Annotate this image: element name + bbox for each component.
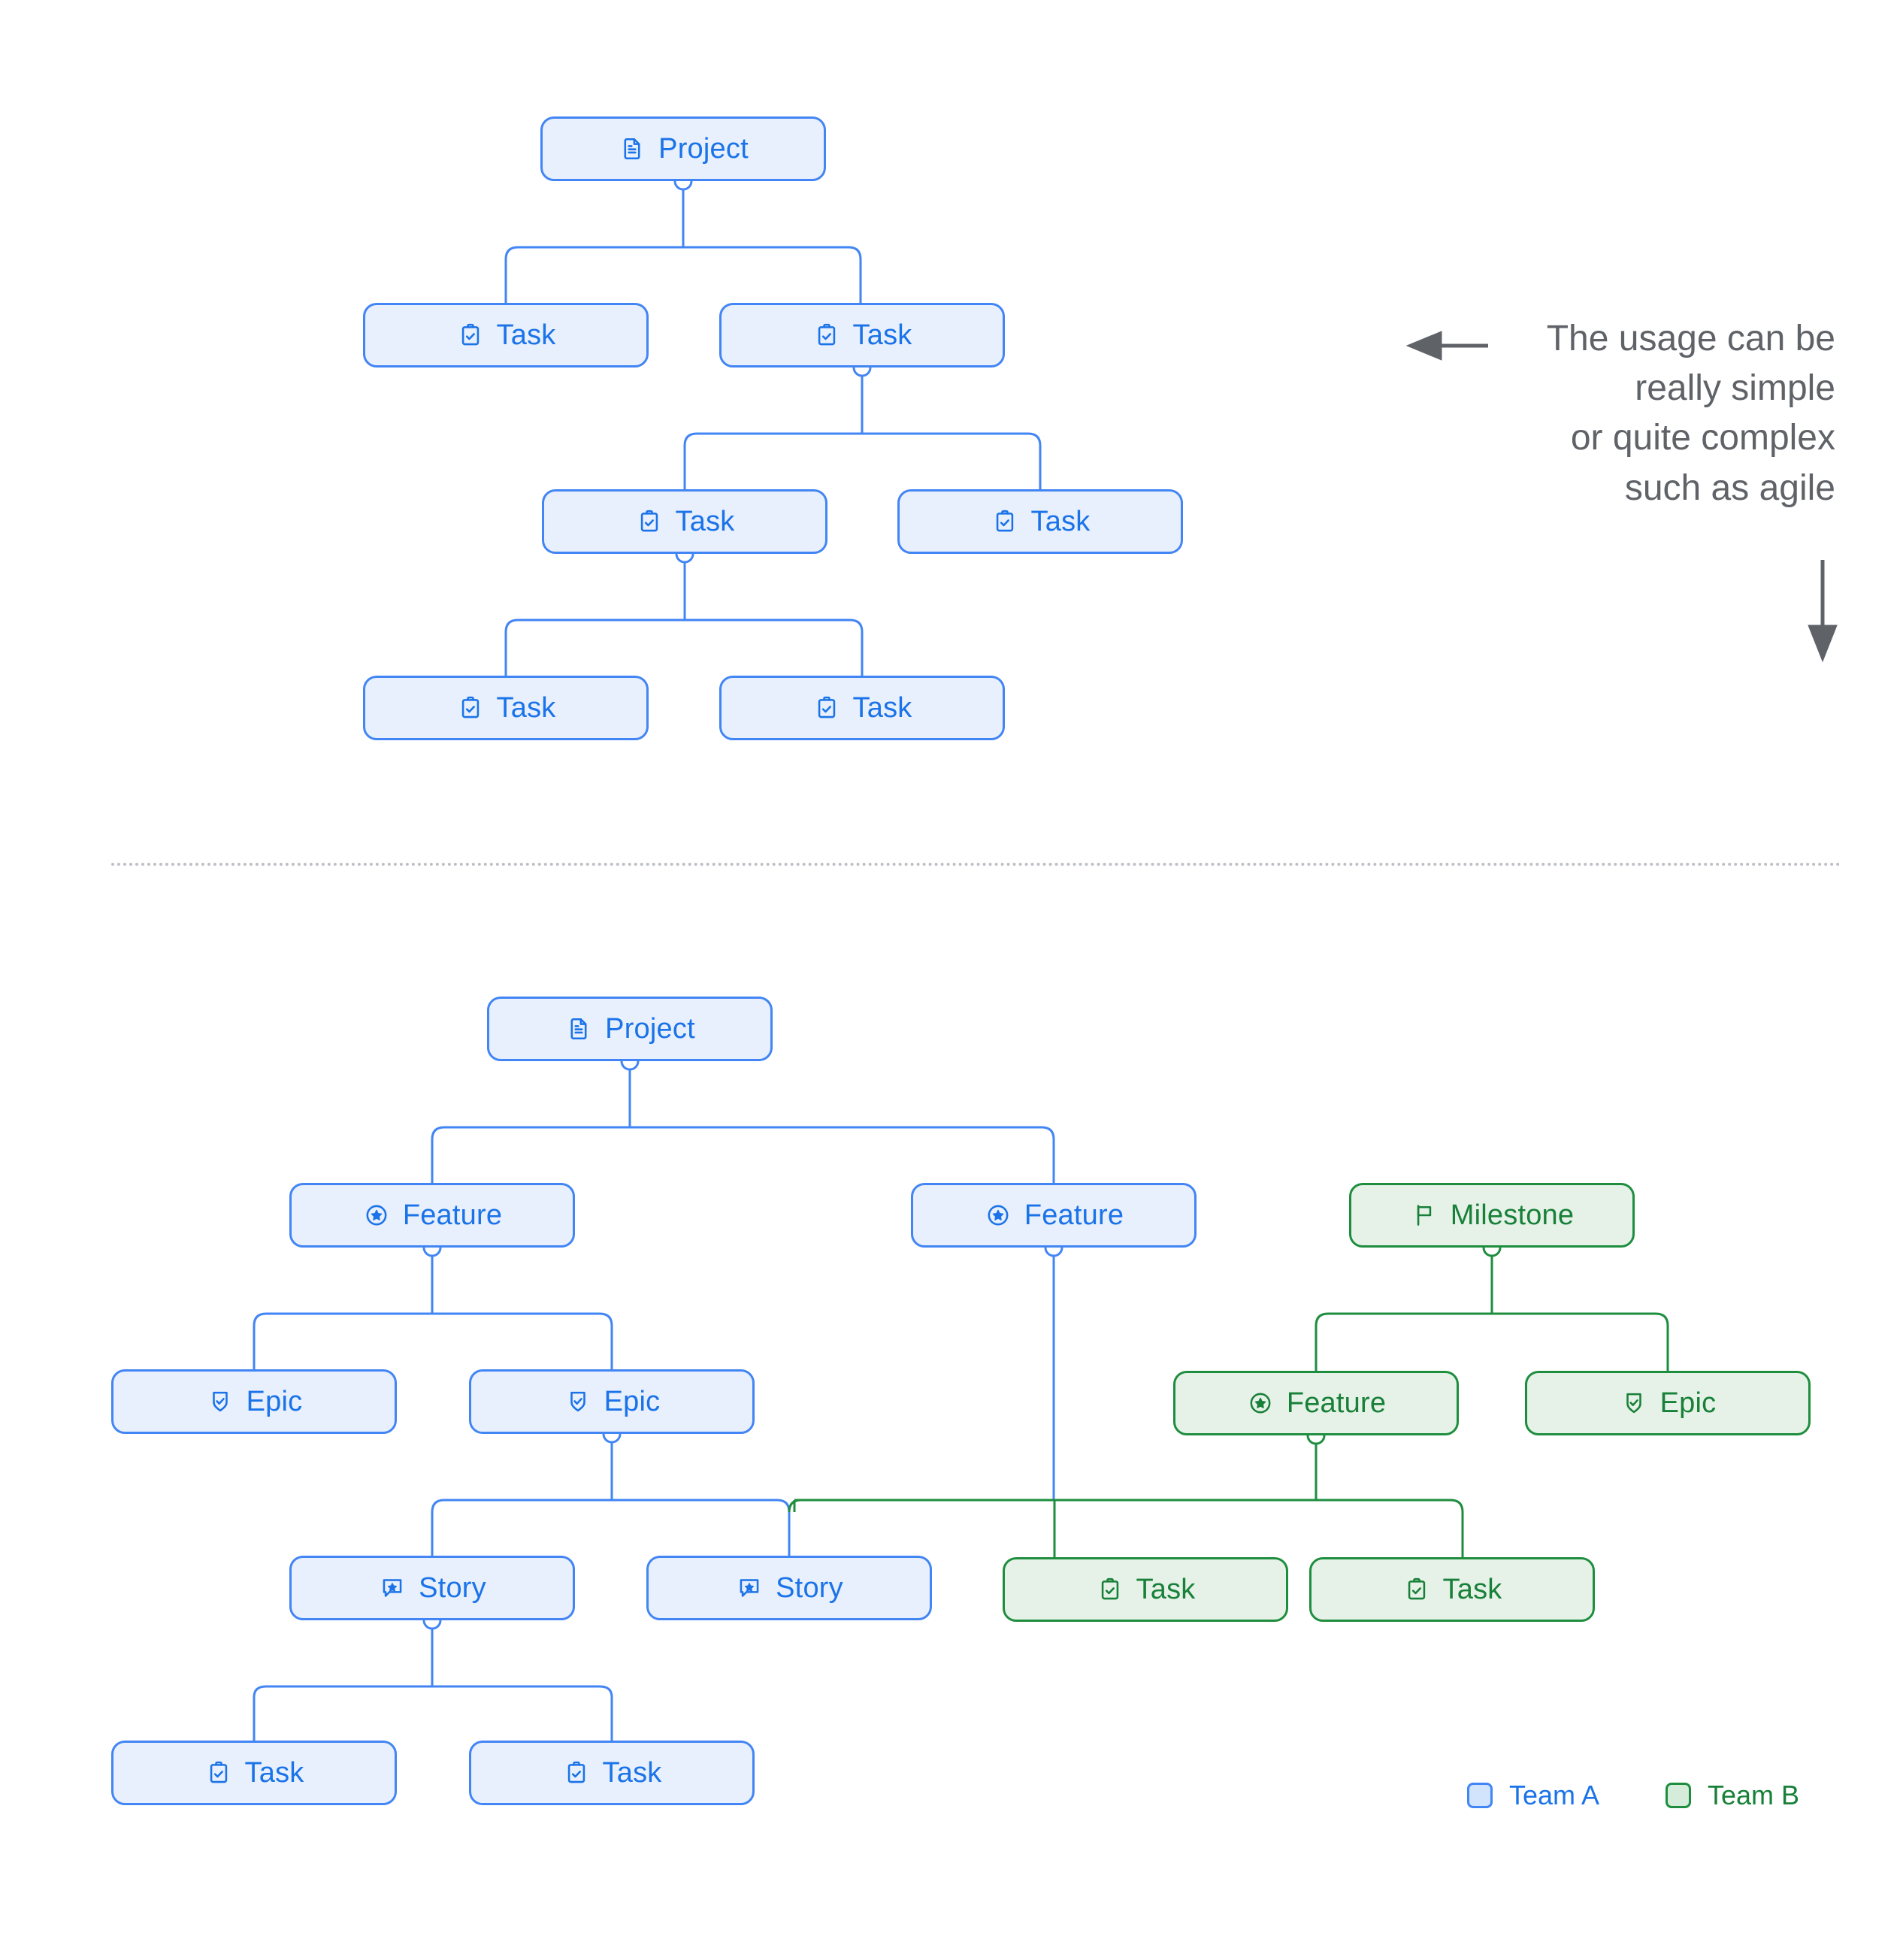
node-a-epic-2[interactable]: Epic: [469, 1369, 755, 1434]
node-a-feature-2[interactable]: Feature: [911, 1183, 1197, 1248]
node-a-story-2[interactable]: Story: [646, 1556, 932, 1620]
node-s-task-4[interactable]: Task: [897, 489, 1183, 554]
node-a-story-1[interactable]: Story: [289, 1556, 575, 1620]
node-label: Story: [419, 1572, 486, 1604]
node-label: Task: [852, 319, 912, 351]
node-s-project[interactable]: Project: [540, 116, 826, 181]
task-icon: [1402, 1575, 1431, 1604]
annotation-line-4: such as agile: [1624, 467, 1835, 508]
node-label: Feature: [1286, 1387, 1387, 1419]
legend-swatch-team-a: [1467, 1783, 1493, 1808]
arrow-left-head: [1405, 331, 1442, 361]
node-label: Task: [1136, 1574, 1196, 1605]
task-icon: [812, 321, 841, 349]
arrow-down-head: [1808, 625, 1838, 663]
edge-b-bus-2: [794, 1499, 1464, 1557]
edge-b-bus-left-cap: [788, 1499, 802, 1513]
node-label: Story: [776, 1572, 843, 1604]
edge-a-bus-3: [431, 1499, 791, 1556]
node-label: Epic: [604, 1386, 661, 1417]
node-a-feature-3[interactable]: Feature: [1173, 1371, 1459, 1435]
legend-swatch-team-b: [1666, 1783, 1691, 1808]
task-icon: [1096, 1575, 1124, 1604]
node-label: Feature: [1024, 1199, 1124, 1231]
node-a-feature-1[interactable]: Feature: [289, 1183, 575, 1248]
node-a-epic-3[interactable]: Epic: [1525, 1371, 1811, 1435]
task-icon: [456, 694, 485, 722]
legend-item-team-a: Team A: [1467, 1780, 1599, 1811]
node-label: Task: [496, 692, 556, 724]
task-icon: [562, 1759, 591, 1787]
node-a-project[interactable]: Project: [487, 997, 773, 1061]
document-icon: [564, 1015, 593, 1043]
legend-label-team-a: Team A: [1509, 1780, 1600, 1810]
edge-a-bus-4: [253, 1685, 613, 1741]
annotation-line-1: The usage can be: [1546, 319, 1835, 358]
node-a-task-g2[interactable]: Task: [1309, 1557, 1595, 1622]
legend-label-team-b: Team B: [1708, 1780, 1800, 1810]
node-label: Task: [852, 692, 912, 724]
edge-bus-2: [683, 432, 1042, 489]
node-label: Task: [602, 1757, 662, 1789]
node-label: Task: [1030, 506, 1091, 537]
edge-bus-3: [504, 619, 864, 676]
node-label: Milestone: [1450, 1199, 1575, 1231]
story-icon: [735, 1574, 764, 1602]
feature-icon: [362, 1201, 391, 1230]
node-label: Task: [244, 1757, 304, 1789]
task-icon: [991, 507, 1019, 536]
node-a-task-b1[interactable]: Task: [111, 1741, 397, 1805]
feature-icon: [1246, 1389, 1275, 1417]
node-a-task-b2[interactable]: Task: [469, 1741, 755, 1805]
epic-icon: [1620, 1389, 1648, 1417]
legend-item-team-b: Team B: [1666, 1780, 1799, 1811]
milestone-icon: [1410, 1201, 1439, 1230]
node-label: Task: [675, 506, 735, 537]
node-s-task-5[interactable]: Task: [363, 676, 649, 740]
edge-b-bus-1: [1315, 1312, 1669, 1371]
edge-a-bus-2: [253, 1312, 613, 1369]
annotation-line-3: or quite complex: [1570, 418, 1835, 458]
node-label: Task: [1442, 1574, 1502, 1605]
node-s-task-1[interactable]: Task: [363, 303, 649, 368]
section-divider: [111, 863, 1841, 866]
task-icon: [635, 507, 664, 536]
node-a-epic-1[interactable]: Epic: [111, 1369, 397, 1434]
epic-icon: [206, 1387, 234, 1416]
node-s-task-6[interactable]: Task: [719, 676, 1005, 740]
epic-icon: [564, 1387, 592, 1416]
annotation-text: The usage can be really simple or quite …: [1488, 314, 1835, 513]
node-a-milestone[interactable]: Milestone: [1349, 1183, 1635, 1248]
edge-a-bus-1: [431, 1126, 1055, 1183]
task-icon: [812, 694, 841, 722]
node-label: Epic: [246, 1386, 303, 1417]
node-a-task-g1[interactable]: Task: [1003, 1557, 1288, 1622]
node-s-task-3[interactable]: Task: [542, 489, 827, 554]
document-icon: [618, 135, 646, 163]
story-icon: [378, 1574, 407, 1602]
node-label: Epic: [1659, 1387, 1717, 1419]
node-label: Feature: [402, 1199, 503, 1231]
task-icon: [204, 1759, 233, 1787]
edge-bus-top-1: [504, 246, 862, 303]
node-label: Project: [658, 133, 749, 165]
node-label: Task: [496, 319, 556, 351]
task-icon: [456, 321, 485, 349]
node-s-task-2[interactable]: Task: [719, 303, 1005, 368]
annotation-line-2: really simple: [1635, 368, 1835, 409]
node-label: Project: [605, 1013, 695, 1045]
feature-icon: [984, 1201, 1012, 1230]
